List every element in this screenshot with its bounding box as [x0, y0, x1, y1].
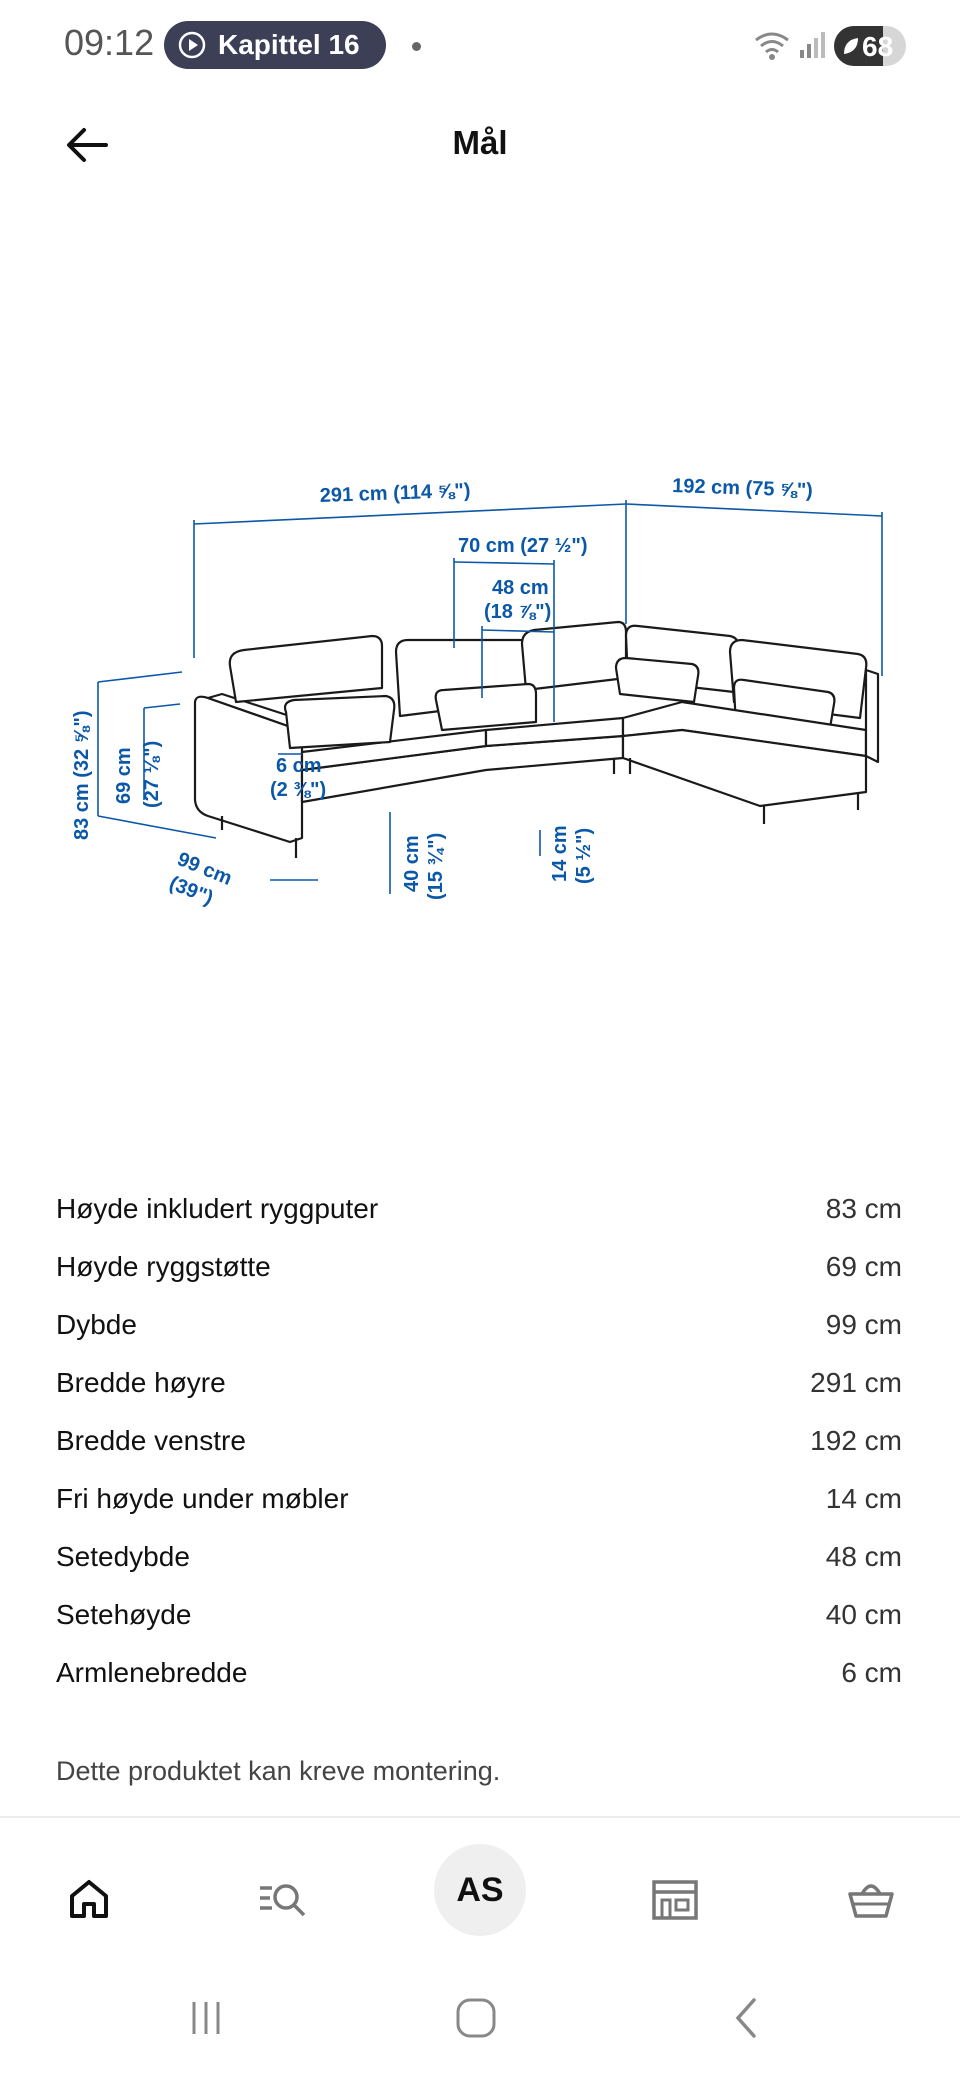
- basket-icon: [848, 1884, 894, 1918]
- label-clearance-cm: 14 cm: [549, 825, 571, 882]
- spec-value: 99 cm: [825, 1309, 902, 1340]
- label-seat-depth-in: (18 ⅞"): [484, 601, 551, 623]
- spec-row: Setedybde 48 cm: [56, 1528, 902, 1586]
- spec-row: Dybde 99 cm: [56, 1296, 902, 1354]
- status-bar: 09:12 Kapittel 16 68: [0, 0, 960, 92]
- spec-label: Dybde: [56, 1309, 137, 1340]
- nav-basket[interactable]: [826, 1854, 916, 1944]
- bottom-nav: AS: [0, 1830, 960, 1950]
- label-width-right: 291 cm (114 ⅝"): [319, 480, 470, 507]
- spec-value: 14 cm: [825, 1483, 902, 1514]
- spec-value: 83 cm: [825, 1193, 902, 1224]
- label-height-back-cm: 69 cm: [113, 747, 135, 804]
- spec-row: Fri høyde under møbler 14 cm: [56, 1470, 902, 1528]
- store-icon: [652, 1880, 698, 1920]
- battery-fill: [834, 26, 883, 66]
- status-time: 09:12: [64, 22, 155, 63]
- back-system-button[interactable]: [706, 1988, 786, 2048]
- spec-value: 40 cm: [825, 1599, 902, 1630]
- sofa-dimension-diagram: 291 cm (114 ⅝") 192 cm (75 ⅝") 70 cm (27…: [71, 475, 883, 910]
- dimension-spec-list: Høyde inkludert ryggputer 83 cm Høyde ry…: [56, 1180, 902, 1702]
- dimension-lines: [97, 500, 883, 894]
- label-seat-depth-cm: 48 cm: [492, 577, 549, 599]
- nav-search[interactable]: [238, 1854, 328, 1944]
- battery-indicator: 68: [834, 26, 906, 66]
- spec-label: Setedybde: [56, 1541, 190, 1572]
- spec-row: Setehøyde 40 cm: [56, 1586, 902, 1644]
- nav-store[interactable]: [630, 1854, 720, 1944]
- nav-home[interactable]: [44, 1854, 134, 1944]
- spec-row: Høyde ryggstøtte 69 cm: [56, 1238, 902, 1296]
- media-pill-label: Kapittel 16: [218, 29, 360, 60]
- play-circle-icon: [178, 31, 206, 59]
- search-list-icon: [260, 1884, 306, 1917]
- spec-label: Setehøyde: [56, 1599, 192, 1630]
- assembly-note: Dette produktet kan kreve montering.: [56, 1756, 501, 1786]
- nav-divider: [0, 1816, 960, 1818]
- spec-row: Høyde inkludert ryggputer 83 cm: [56, 1180, 902, 1238]
- app-header: Mål: [0, 100, 960, 190]
- notification-dot: [412, 42, 421, 51]
- signal-icon: [800, 32, 825, 58]
- back-button[interactable]: [62, 120, 126, 170]
- spec-row: Bredde høyre 291 cm: [56, 1354, 902, 1412]
- label-height-total: 83 cm (32 ⅝"): [71, 710, 93, 840]
- leaf-icon: [844, 38, 858, 54]
- home-square-icon: [456, 1998, 496, 2038]
- profile-initials: AS: [456, 1870, 504, 1909]
- nav-profile[interactable]: AS: [434, 1844, 526, 1936]
- label-clearance-in: (5 ½"): [573, 828, 595, 884]
- dimension-labels: 291 cm (114 ⅝") 192 cm (75 ⅝") 70 cm (27…: [71, 475, 813, 910]
- arrow-left-icon: [67, 128, 108, 162]
- recent-apps-icon: [192, 2002, 220, 2034]
- spec-row: Armlenebredde 6 cm: [56, 1644, 902, 1702]
- home-system-button[interactable]: [436, 1988, 516, 2048]
- spec-value: 291 cm: [810, 1367, 902, 1398]
- spec-value: 192 cm: [810, 1425, 902, 1456]
- label-armrest-in: (2 ⅜"): [270, 779, 326, 801]
- wifi-icon: [755, 32, 789, 60]
- label-seat-height-cm: 40 cm: [401, 835, 423, 892]
- chevron-left-icon: [735, 1998, 756, 2038]
- spec-label: Bredde høyre: [56, 1367, 226, 1398]
- spec-label: Fri høyde under møbler: [56, 1483, 349, 1514]
- spec-label: Armlenebredde: [56, 1657, 248, 1688]
- label-height-back-in: (27 ⅛"): [141, 741, 163, 808]
- battery-percent: 68: [862, 31, 894, 62]
- spec-row: Bredde venstre 192 cm: [56, 1412, 902, 1470]
- spec-label: Høyde ryggstøtte: [56, 1251, 271, 1282]
- media-pill[interactable]: Kapittel 16: [164, 21, 386, 69]
- label-seat-height-in: (15 ¾"): [425, 833, 447, 900]
- page-title: Mål: [452, 124, 508, 161]
- spec-value: 69 cm: [825, 1251, 902, 1282]
- spec-value: 48 cm: [825, 1541, 902, 1572]
- spec-label: Bredde venstre: [56, 1425, 246, 1456]
- label-seat-width: 70 cm (27 ½"): [458, 535, 588, 557]
- spec-value: 6 cm: [841, 1657, 902, 1688]
- recent-apps-button[interactable]: [166, 1988, 246, 2048]
- label-armrest-cm: 6 cm: [276, 755, 322, 777]
- label-width-left: 192 cm (75 ⅝"): [672, 475, 813, 502]
- home-icon: [70, 1880, 108, 1918]
- system-nav: [0, 1980, 960, 2060]
- spec-label: Høyde inkludert ryggputer: [56, 1193, 379, 1224]
- sofa-illustration: [193, 620, 880, 858]
